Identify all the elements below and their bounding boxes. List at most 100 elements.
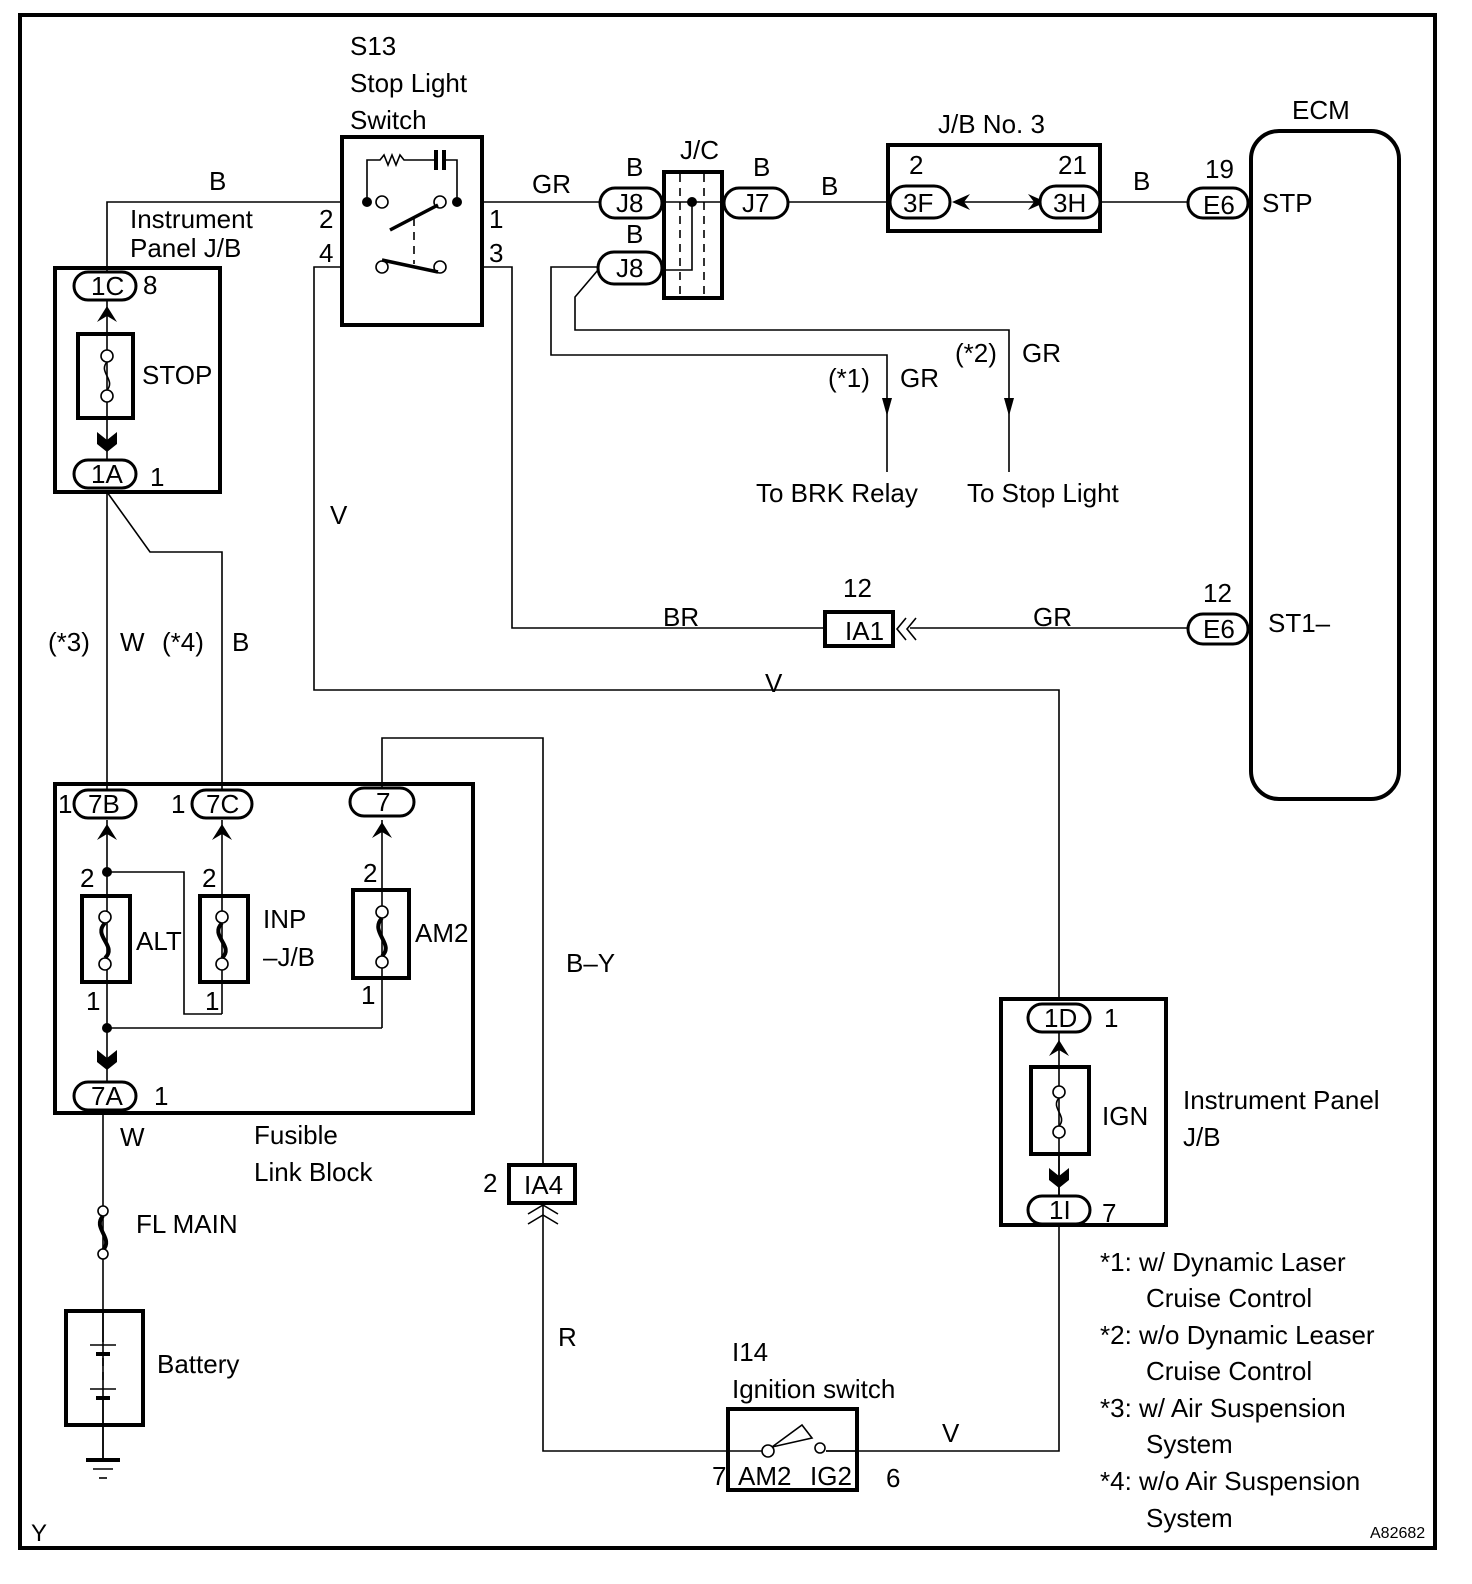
- note-4-cont: System: [1146, 1503, 1233, 1533]
- jc-name: J/C: [680, 135, 719, 165]
- connector-1a: 1A: [91, 459, 123, 489]
- fusible-link-block-name: Fusible: [254, 1120, 338, 1150]
- connector-ia1-label: IA1: [845, 616, 884, 646]
- fusible-link-icon: [99, 921, 111, 960]
- connector-j8: J8: [616, 188, 643, 218]
- connector-ia4-label: IA4: [524, 1170, 563, 1200]
- connector-1a-pin: 1: [150, 462, 164, 492]
- variant-label-4: (*4): [162, 627, 204, 657]
- stop-light-switch-name: Stop Light: [350, 68, 468, 98]
- instrument-panel-jb-bottom: 1D 1 IGN 1I 7: [999, 997, 1168, 1228]
- switch-pin-3: 3: [489, 238, 503, 268]
- variant-label-3: (*3): [48, 627, 90, 657]
- battery: Battery: [64, 1309, 239, 1427]
- fuse-stop-label: STOP: [142, 360, 212, 390]
- connector-1d: 1D: [1044, 1003, 1077, 1033]
- arrow-up-icon: [372, 822, 392, 838]
- wire-label-v: V: [765, 668, 783, 698]
- connector-7a-pin: 1: [154, 1081, 168, 1111]
- note-4: *4: w/o Air Suspension: [1100, 1466, 1360, 1496]
- ignition-terminal-am2: AM2: [738, 1461, 791, 1491]
- fusible-link-block: 7B 1 7C 1 7 2 ALT 1 2 INP –J/B 1 2: [53, 782, 475, 1115]
- connector-3f-pin: 2: [909, 150, 923, 180]
- fuse-inp-label-2: –J/B: [263, 942, 315, 972]
- instrument-panel-jb-top: Instrument Panel J/B 1C 8 STOP 1A 1: [53, 204, 254, 494]
- ignition-pin-7: 7: [712, 1461, 726, 1491]
- corner-mark: Y: [31, 1520, 47, 1547]
- connector-3h: 3H: [1053, 188, 1086, 218]
- connector-ia4: 2 IA4: [483, 1163, 577, 1225]
- wire-label-gr: GR: [900, 363, 939, 393]
- junction-connector: J/C J8 B J8 B J7 B: [596, 135, 790, 300]
- ecm-terminal-st1: ST1–: [1268, 608, 1331, 638]
- connector-7c: 7C: [206, 789, 239, 819]
- arrow-right-icon: [1028, 194, 1046, 210]
- ignition-pin-6: 6: [886, 1463, 900, 1493]
- wire-label-v: V: [942, 1418, 960, 1448]
- wire-label-b: B: [1133, 166, 1150, 196]
- connector-1c: 1C: [91, 271, 124, 301]
- wires: [102, 201, 1188, 1458]
- ignition-switch-code: I14: [732, 1337, 768, 1367]
- note-1: *1: w/ Dynamic Laser: [1100, 1247, 1346, 1277]
- ignition-terminal-ig2: IG2: [810, 1461, 852, 1491]
- battery-label: Battery: [157, 1349, 239, 1379]
- fuse-icon: [103, 361, 111, 391]
- wire-label-r: R: [558, 1322, 577, 1352]
- connector-ia1: BR 12 IA1 GR: [663, 573, 1072, 648]
- pin-1: 1: [361, 980, 375, 1010]
- pin-1: 1: [86, 986, 100, 1016]
- connector-1c-pin: 8: [143, 270, 157, 300]
- wire-label-w: W: [120, 1122, 145, 1152]
- fuse-icon: [1055, 1097, 1063, 1127]
- instrument-panel-jb-name-2: J/B: [1183, 1122, 1221, 1152]
- fuse-ign-label: IGN: [1102, 1101, 1148, 1131]
- note-3-cont: System: [1146, 1429, 1233, 1459]
- notes: *1: w/ Dynamic Laser Cruise Control *2: …: [1100, 1247, 1375, 1533]
- connector-e6-stp-pin: 19: [1205, 154, 1234, 184]
- note-2: *2: w/o Dynamic Leaser: [1100, 1320, 1375, 1350]
- connector-1i: 1I: [1049, 1195, 1071, 1225]
- wire-label-b: B: [232, 627, 249, 657]
- fusible-link-block-name-2: Link Block: [254, 1157, 373, 1187]
- ecm-terminal-stp: STP: [1262, 188, 1313, 218]
- connector-7a: 7A: [91, 1081, 123, 1111]
- connector-1d-pin: 1: [1104, 1003, 1118, 1033]
- connector-7b: 7B: [88, 789, 120, 819]
- arrow-down-icon: [97, 1050, 117, 1070]
- jb-name-2: Panel J/B: [130, 233, 241, 263]
- switch-contact-icon: [389, 203, 439, 232]
- connector-7c-pin: 1: [171, 789, 185, 819]
- wire-label-b-y: B–Y: [566, 948, 615, 978]
- connector-3h-pin: 21: [1058, 150, 1087, 180]
- stop-light-switch: S13 Stop Light Switch 2 1 4 3: [319, 31, 503, 327]
- destination-brk-relay: To BRK Relay: [756, 478, 918, 508]
- connector-7b-pin: 1: [58, 789, 72, 819]
- switch-pin-2: 2: [319, 204, 333, 234]
- arrow-up-icon: [97, 306, 117, 322]
- pin-2: 2: [202, 863, 216, 893]
- jb3-name: J/B No. 3: [938, 109, 1045, 139]
- ignition-switch: I14 Ignition switch AM2 IG2 7 6: [712, 1337, 900, 1493]
- jb-name: Instrument: [130, 204, 254, 234]
- ecm-name: ECM: [1292, 95, 1350, 125]
- connector-1i-pin: 7: [1102, 1198, 1116, 1228]
- pin-2: 2: [363, 858, 377, 888]
- wire-label-b: B: [821, 171, 838, 201]
- wire-label-b: B: [753, 152, 770, 182]
- fuse-inp-label: INP: [263, 904, 306, 934]
- switch-lever-icon: [771, 1423, 814, 1448]
- fusible-link-icon: [97, 1214, 109, 1252]
- wire-label-gr: GR: [532, 169, 571, 199]
- connector-7: 7: [376, 787, 390, 817]
- note-1-cont: Cruise Control: [1146, 1283, 1312, 1313]
- connector-3f: 3F: [903, 188, 933, 218]
- stop-light-switch-code: S13: [350, 31, 396, 61]
- arrow-down-icon: [97, 432, 117, 452]
- pin-2: 2: [80, 863, 94, 893]
- arrow-down-icon: [1004, 398, 1014, 416]
- figure-id: A82682: [1370, 1525, 1425, 1542]
- instrument-panel-jb-name: Instrument Panel: [1183, 1085, 1380, 1115]
- note-2-cont: Cruise Control: [1146, 1356, 1312, 1386]
